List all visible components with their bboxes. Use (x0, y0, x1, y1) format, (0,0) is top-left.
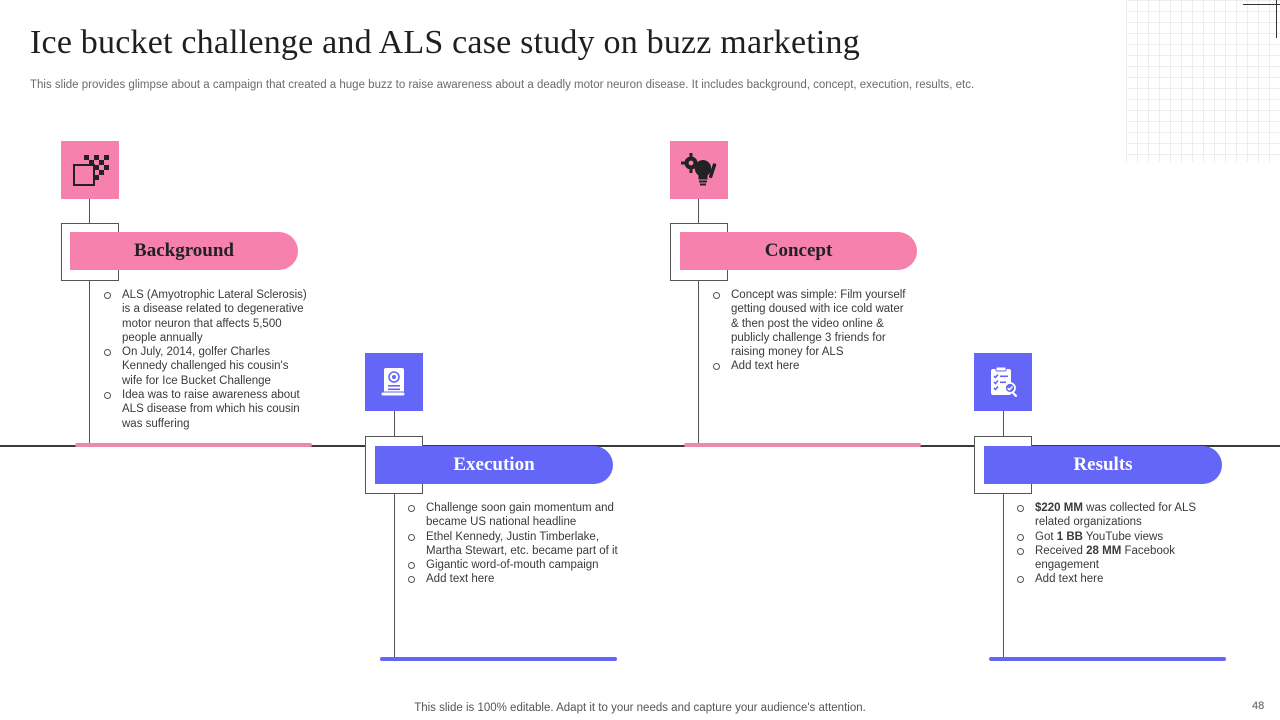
results-bullets: $220 MM was collected for ALS related or… (1015, 501, 1230, 587)
execution-connector (394, 411, 395, 658)
concept-icon-box (670, 141, 728, 199)
footer-note: This slide is 100% editable. Adapt it to… (414, 702, 866, 714)
timeline-line (0, 445, 1280, 447)
list-item: Received 28 MM Facebook engagement (1015, 544, 1230, 573)
grid-decoration (1126, 0, 1280, 162)
results-underline-bar (989, 657, 1226, 661)
scroll-certificate-icon (380, 368, 406, 397)
list-item: $220 MM was collected for ALS related or… (1015, 501, 1230, 530)
concept-bullets: Concept was simple: Film yourself gettin… (711, 288, 911, 374)
corner-line-horizontal (1243, 4, 1280, 5)
list-item: Challenge soon gain momentum and became … (406, 501, 621, 530)
background-underline-bar (75, 443, 312, 447)
results-icon-box (974, 353, 1032, 411)
concept-heading: Concept (680, 232, 917, 270)
metric-prefix: Received (1035, 544, 1087, 557)
background-connector (89, 199, 90, 445)
metric-value: $220 MM (1035, 502, 1083, 514)
results-connector (1003, 411, 1004, 658)
execution-underline-bar (380, 657, 617, 661)
metric-text: Facebook engagement (1035, 544, 1175, 572)
list-item: On July, 2014, golfer Charles Kennedy ch… (102, 345, 307, 388)
metric-value: 1 BB (1056, 530, 1083, 543)
concept-underline-bar (684, 443, 921, 447)
list-item: Ethel Kennedy, Justin Timberlake, Martha… (406, 530, 621, 559)
list-item: ALS (Amyotrophic Lateral Sclerosis) is a… (102, 288, 307, 345)
execution-heading: Execution (375, 446, 613, 484)
list-item: Concept was simple: Film yourself gettin… (711, 288, 911, 359)
metric-value: 28 MM (1086, 544, 1122, 557)
clipboard-checklist-icon (991, 366, 1018, 397)
page-number: 48 (1252, 700, 1265, 712)
list-item: Add text here (1015, 572, 1230, 586)
title: Ice bucket challenge and ALS case study … (30, 24, 860, 61)
background-icon-box (61, 141, 119, 199)
execution-bullets: Challenge soon gain momentum and became … (406, 501, 621, 587)
corner-line-vertical (1276, 0, 1277, 38)
metric-text: Add text here (1035, 573, 1104, 586)
background-heading: Background (70, 232, 298, 270)
metric-text: YouTube views (1082, 530, 1164, 543)
list-item: Gigantic word-of-mouth campaign (406, 558, 621, 572)
metric-prefix: Got (1035, 530, 1057, 543)
metric-text: was collected for ALS related organizati… (1035, 502, 1197, 529)
results-heading: Results (984, 446, 1222, 484)
list-item: Idea was to raise awareness about ALS di… (102, 388, 307, 431)
background-bullets: ALS (Amyotrophic Lateral Sclerosis) is a… (102, 288, 307, 431)
lightbulb-gear-icon (681, 153, 717, 186)
list-item: Add text here (711, 359, 911, 373)
checkered-squares-icon (73, 155, 109, 186)
concept-connector (698, 199, 699, 445)
subtitle: This slide provides glimpse about a camp… (30, 79, 975, 91)
list-item: Add text here (406, 572, 621, 586)
execution-icon-box (365, 353, 423, 411)
list-item: Got 1 BB YouTube views (1015, 530, 1230, 544)
